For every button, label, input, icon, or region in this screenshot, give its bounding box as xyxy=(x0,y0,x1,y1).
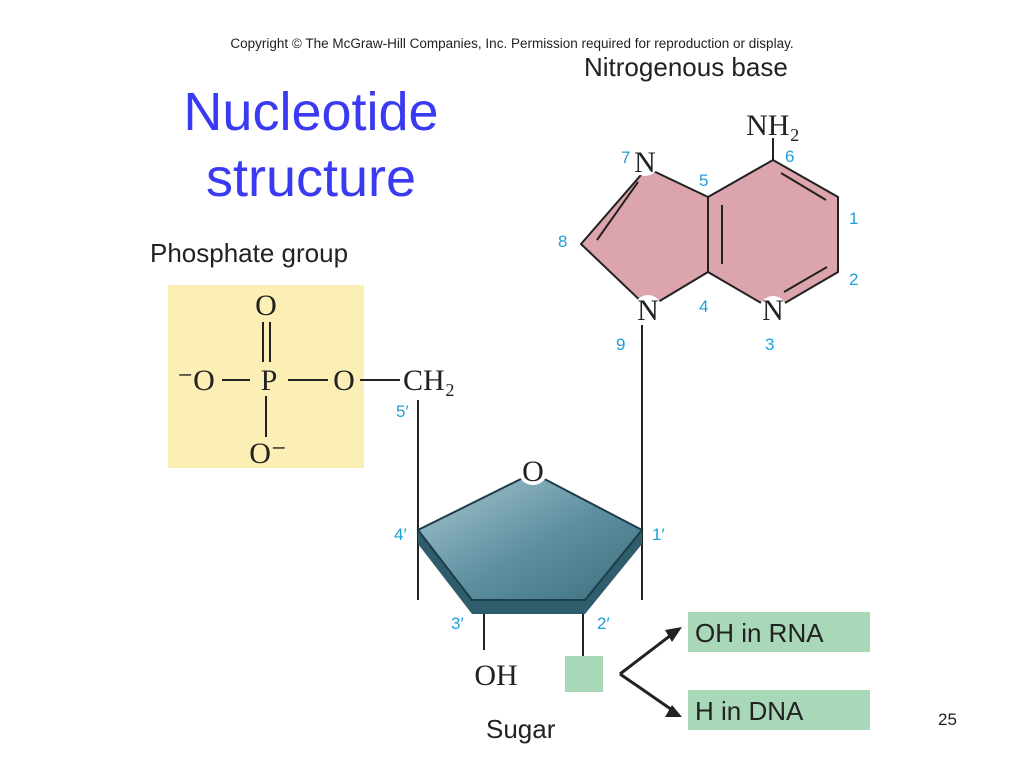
n3-mask xyxy=(759,296,787,324)
ring-o-mask xyxy=(518,455,548,485)
base-number-2: 2 xyxy=(849,270,858,289)
dna-label: H in DNA xyxy=(695,696,804,726)
c3-prime-number: 3′ xyxy=(451,614,464,633)
base-number-4: 4 xyxy=(699,297,708,316)
base-n3: N xyxy=(762,294,784,327)
base-n9: N xyxy=(637,294,659,327)
title-line-2: structure xyxy=(206,148,416,208)
phosphate-group-box xyxy=(168,285,364,468)
base-number-3: 3 xyxy=(765,335,774,354)
variant-arrows xyxy=(619,627,682,717)
phosphate-bonds xyxy=(222,322,400,437)
c2-substituent-box xyxy=(565,656,603,692)
n9-mask xyxy=(634,295,662,323)
base-number-8: 8 xyxy=(558,232,567,251)
base-number-5: 5 xyxy=(699,171,708,190)
base-number-9: 9 xyxy=(616,335,625,354)
dna-box xyxy=(688,690,870,730)
c4-prime-number: 4′ xyxy=(394,525,407,544)
base-number-7: 7 xyxy=(621,148,630,167)
sugar-ring xyxy=(416,471,644,614)
base-rings xyxy=(579,138,839,312)
sugar-oh: OH xyxy=(474,659,517,692)
nitrogenous-base-label: Nitrogenous base xyxy=(584,52,788,82)
base-n7: N xyxy=(634,146,656,179)
sugar-label: Sugar xyxy=(486,714,556,744)
page-number: 25 xyxy=(938,710,957,729)
rna-label: OH in RNA xyxy=(695,618,824,648)
phosphate-o-top: O xyxy=(255,289,277,322)
sugar-ring-o: O xyxy=(522,455,544,488)
base-nh2: NH₂ xyxy=(746,109,800,142)
c2-prime-number: 2′ xyxy=(597,614,610,633)
phosphate-o-bottom: O⁻ xyxy=(249,437,287,470)
phosphate-o-right: O xyxy=(333,364,355,397)
c5-prime-number: 5′ xyxy=(396,402,409,421)
base-number-6: 6 xyxy=(785,147,794,166)
c1-prime-number: 1′ xyxy=(652,525,665,544)
base-number-1: 1 xyxy=(849,209,858,228)
title-line-1: Nucleotide xyxy=(183,82,438,142)
phosphate-p: P xyxy=(261,364,278,397)
n7-mask xyxy=(631,148,659,176)
phosphate-ch2: CH₂ xyxy=(403,364,455,397)
rna-box xyxy=(688,612,870,652)
phosphate-o-left: ⁻O xyxy=(177,364,215,397)
phosphate-group-label: Phosphate group xyxy=(150,238,348,268)
copyright-text: Copyright © The McGraw-Hill Companies, I… xyxy=(230,36,793,51)
